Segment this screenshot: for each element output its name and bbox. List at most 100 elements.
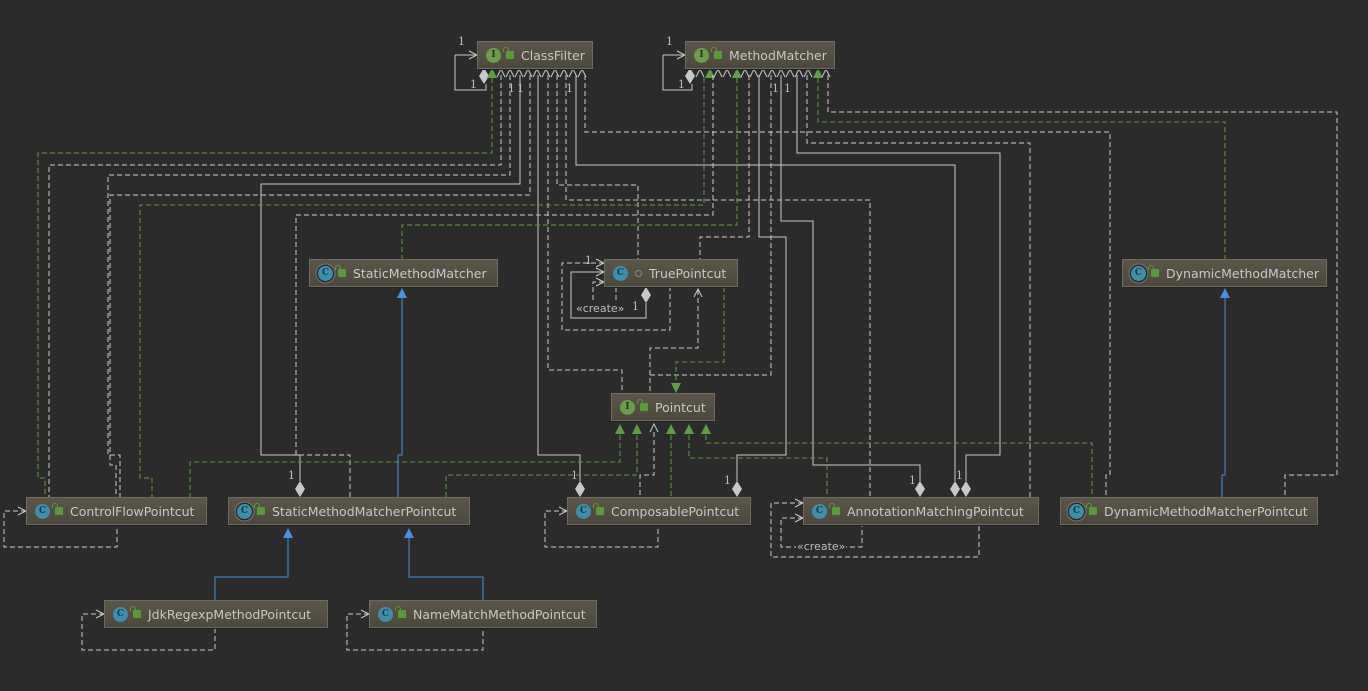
multiplicity-label: 1 bbox=[666, 35, 673, 48]
aggregation-diamond-icon bbox=[961, 481, 971, 497]
open-arrow-icon bbox=[713, 67, 723, 78]
public-lock-icon bbox=[335, 265, 346, 277]
realization-arrow-icon bbox=[615, 424, 625, 434]
node-method-matcher[interactable]: I MethodMatcher bbox=[685, 41, 835, 69]
open-arrow-icon bbox=[740, 67, 750, 78]
realization-arrow-icon bbox=[671, 383, 681, 393]
dependency-line bbox=[806, 75, 1031, 497]
realization-line bbox=[189, 435, 621, 497]
abstract-class-icon: C bbox=[237, 503, 252, 519]
aggregation-diamond-icon bbox=[641, 287, 651, 303]
node-label: StaticMethodMatcher bbox=[353, 265, 487, 281]
dependency-line bbox=[565, 75, 871, 497]
node-static-method-matcher[interactable]: C StaticMethodMatcher bbox=[309, 259, 498, 287]
realization-arrow-icon bbox=[684, 424, 694, 434]
open-arrow-icon bbox=[776, 67, 786, 78]
multiplicity-label: 1 bbox=[772, 82, 779, 95]
dependency-line bbox=[556, 75, 639, 259]
multiplicity-label: 1 bbox=[517, 82, 524, 95]
open-arrow-icon bbox=[649, 422, 659, 433]
dependency-line bbox=[584, 75, 1111, 497]
open-arrow-icon bbox=[532, 67, 542, 78]
inheritance-line bbox=[397, 298, 403, 497]
class-icon: C bbox=[35, 503, 50, 519]
dependency-line bbox=[48, 75, 502, 497]
node-label: AnnotationMatchingPointcut bbox=[847, 503, 1024, 519]
realization-arrow-icon bbox=[813, 68, 823, 78]
node-class-filter[interactable]: I ClassFilter bbox=[477, 41, 593, 69]
self-aggregation-line bbox=[454, 54, 487, 91]
node-static-method-matcher-pointcut[interactable]: C StaticMethodMatcherPointcut bbox=[228, 497, 470, 525]
node-label: DynamicMethodMatcher bbox=[1166, 265, 1319, 281]
node-label: TruePointcut bbox=[649, 265, 727, 281]
node-name-match-method-pointcut[interactable]: C NameMatchMethodPointcut bbox=[369, 600, 597, 628]
interface-icon: I bbox=[486, 47, 501, 63]
open-arrow-icon bbox=[767, 67, 777, 78]
node-pointcut[interactable]: I Pointcut bbox=[611, 393, 715, 421]
node-label: StaticMethodMatcherPointcut bbox=[272, 503, 457, 519]
class-icon: C bbox=[812, 503, 827, 519]
node-composable-pointcut[interactable]: C ComposablePointcut bbox=[567, 497, 751, 525]
public-lock-icon bbox=[395, 606, 406, 618]
dependency-line bbox=[107, 75, 511, 497]
open-arrow-icon bbox=[514, 67, 524, 78]
public-lock-icon bbox=[503, 47, 514, 59]
node-label: DynamicMethodMatcherPointcut bbox=[1104, 503, 1308, 519]
realization-line bbox=[139, 78, 705, 497]
dependency-line bbox=[827, 75, 1338, 497]
multiplicity-label: 1 bbox=[470, 78, 477, 91]
aggregation-line bbox=[537, 75, 581, 481]
multiplicity-label: 1 bbox=[458, 35, 465, 48]
open-arrow-icon bbox=[550, 67, 560, 78]
realization-arrow-icon bbox=[632, 424, 642, 434]
open-arrow-icon bbox=[821, 67, 831, 78]
open-arrow-icon bbox=[693, 287, 703, 298]
inheritance-arrow-icon bbox=[404, 528, 414, 538]
open-arrow-icon bbox=[695, 67, 705, 78]
interface-icon: I bbox=[694, 47, 709, 63]
realization-arrow-icon bbox=[487, 68, 497, 78]
node-label: ComposablePointcut bbox=[611, 503, 740, 519]
node-label: ControlFlowPointcut bbox=[70, 503, 195, 519]
open-arrow-icon bbox=[722, 67, 732, 78]
multiplicity-label: 1 bbox=[678, 78, 685, 91]
dependency-line bbox=[699, 75, 750, 259]
node-control-flow-pointcut[interactable]: C ControlFlowPointcut bbox=[26, 497, 207, 525]
dependency-line bbox=[109, 75, 531, 497]
node-jdk-regexp-method-pointcut[interactable]: C JdkRegexpMethodPointcut bbox=[104, 600, 328, 628]
realization-line bbox=[705, 435, 1093, 497]
public-lock-icon bbox=[254, 503, 265, 515]
multiplicity-label: 1 bbox=[784, 82, 791, 95]
node-true-pointcut[interactable]: C TruePointcut bbox=[604, 259, 738, 287]
node-label: Pointcut bbox=[655, 399, 706, 415]
node-dynamic-method-matcher-pointcut[interactable]: C DynamicMethodMatcherPointcut bbox=[1060, 497, 1318, 525]
realization-arrow-icon bbox=[666, 424, 676, 434]
realization-line bbox=[817, 78, 1226, 259]
open-arrow-icon bbox=[803, 67, 813, 78]
aggregation-diamond-icon bbox=[575, 481, 585, 497]
open-arrow-icon bbox=[577, 67, 587, 78]
class-icon: C bbox=[576, 503, 591, 519]
open-arrow-icon bbox=[758, 67, 768, 78]
realization-line bbox=[37, 78, 493, 497]
open-arrow-icon bbox=[505, 67, 515, 78]
public-lock-icon bbox=[593, 503, 604, 515]
node-dynamic-method-matcher[interactable]: C DynamicMethodMatcher bbox=[1122, 259, 1327, 287]
multiplicity-label: 1 bbox=[956, 469, 963, 482]
aggregation-line bbox=[570, 271, 647, 319]
self-dependency-line bbox=[544, 510, 659, 548]
self-aggregation-line bbox=[662, 54, 693, 91]
inheritance-arrow-icon bbox=[283, 528, 293, 538]
open-arrow-icon bbox=[523, 67, 533, 78]
dependency-line bbox=[649, 75, 772, 393]
node-annotation-matching-pointcut[interactable]: C AnnotationMatchingPointcut bbox=[803, 497, 1039, 525]
aggregation-diamond-icon bbox=[479, 68, 489, 84]
self-dependency-line bbox=[346, 613, 484, 651]
inheritance-arrow-icon bbox=[1220, 288, 1230, 298]
multiplicity-label: 1 bbox=[909, 474, 916, 487]
realization-arrow-icon bbox=[732, 68, 742, 78]
dependency-line bbox=[561, 262, 671, 331]
node-label: JdkRegexpMethodPointcut bbox=[148, 606, 312, 622]
self-dependency-line bbox=[770, 502, 980, 558]
